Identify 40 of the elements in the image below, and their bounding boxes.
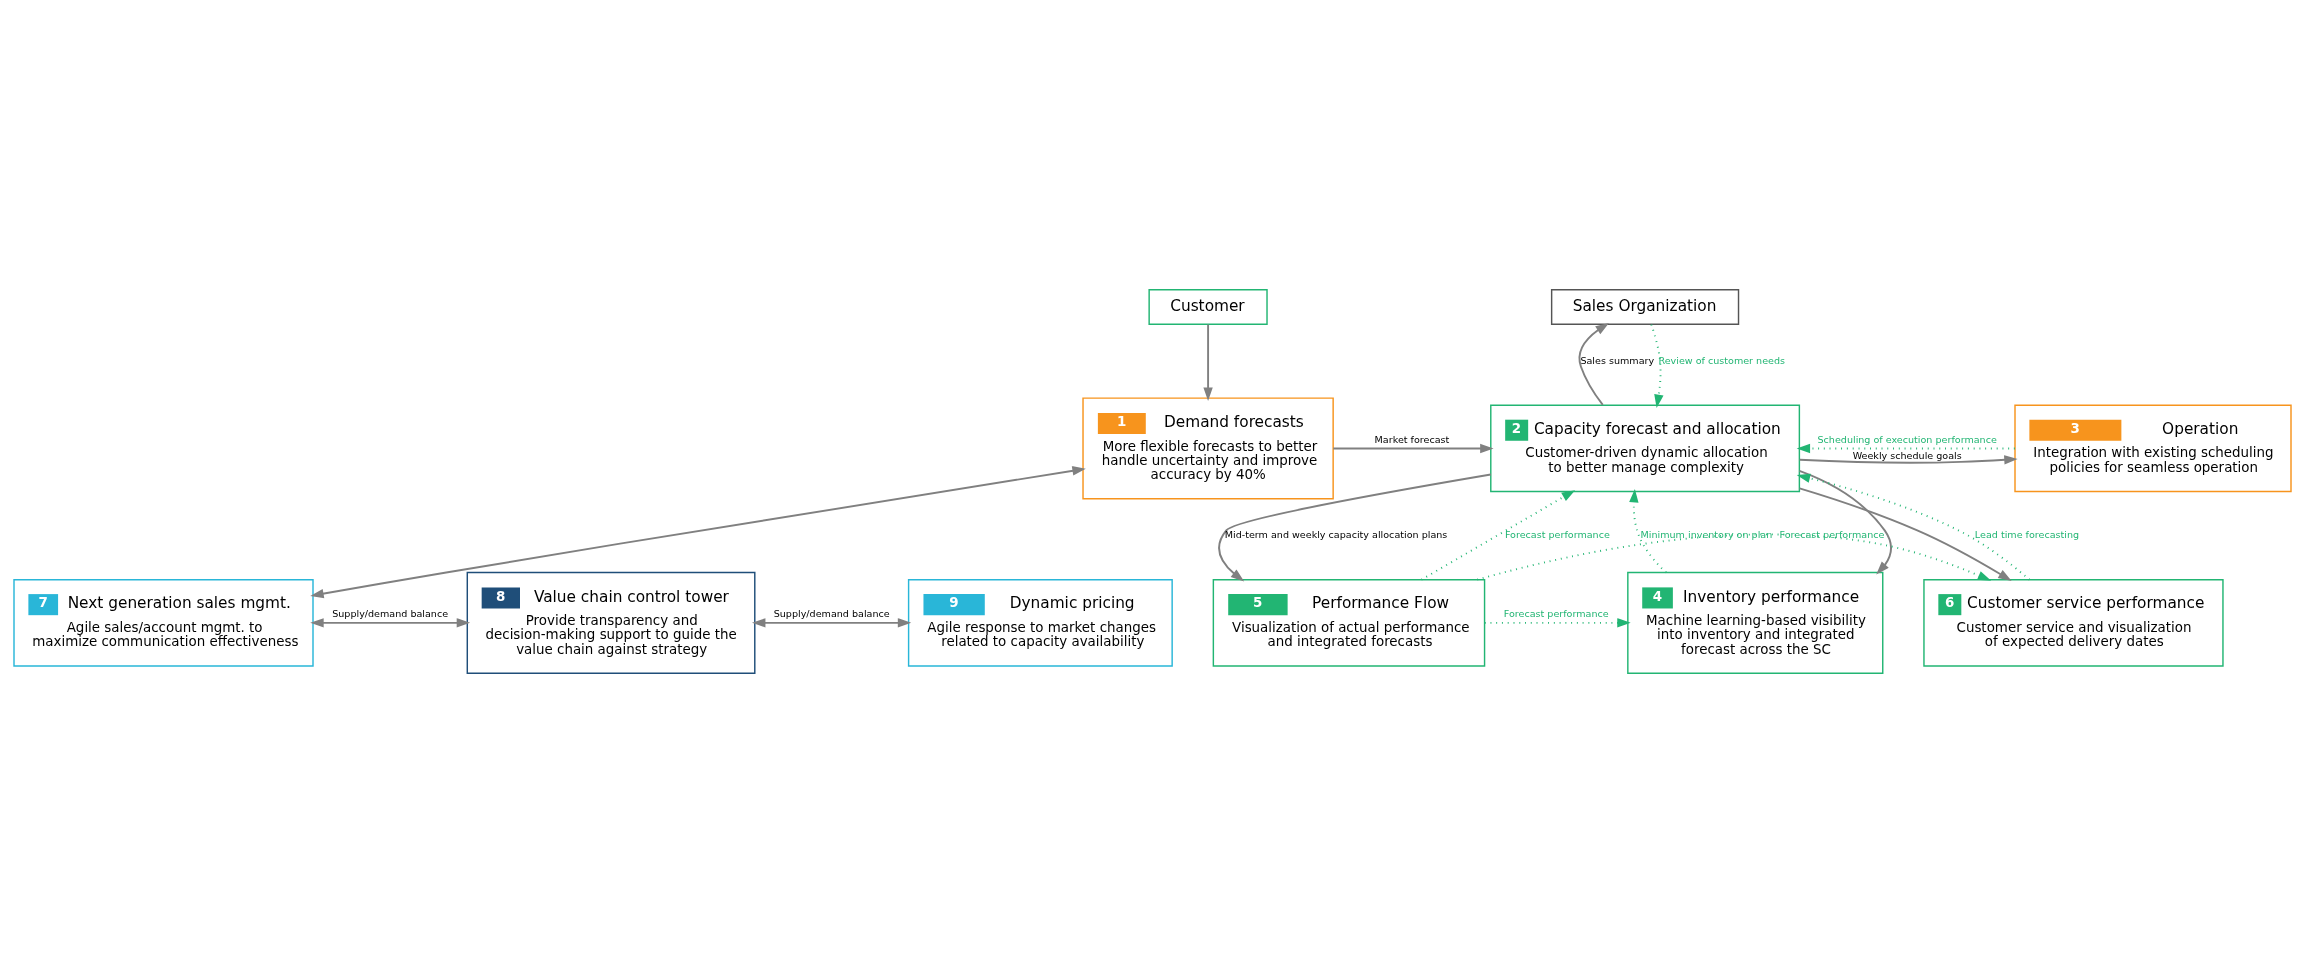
- node-box: 8 Value chain control tower Provide transparency and decision-making support to guide the value chain against strategy: [466, 571, 756, 674]
- edge-label: Review of customer needs: [1658, 354, 1786, 366]
- arrow: [310, 618, 471, 628]
- arrow: [1476, 533, 1992, 581]
- node-box: 6 Customer service performance Customer service and visualization of expected delivery dates: [1923, 579, 2224, 667]
- arrow: [1798, 455, 2018, 465]
- arrow: [1483, 618, 1631, 628]
- node-box: Customer: [1148, 289, 1268, 326]
- node-box: 2 Capacity forecast and allocation Customer-driven dynamic allocation to better manage complexity: [1490, 404, 1801, 493]
- arrow: [1796, 443, 2016, 454]
- arrow: [1578, 322, 1609, 406]
- edge-label: Supply/demand balance: [332, 608, 449, 620]
- node-box: 4 Inventory performance Machine learning-based visibility into inventory and integrated forecast across the SC: [1627, 571, 1884, 674]
- edge-label: Sales summary: [1580, 354, 1655, 366]
- edge-label: Forecast performance: [1779, 529, 1885, 541]
- arrow: [1420, 490, 1576, 581]
- node-box: Sales Organization: [1550, 289, 1740, 326]
- edge-label: Lead time forecasting: [1974, 529, 2080, 541]
- arrow: [1798, 487, 2012, 582]
- edge-label: Forecast performance: [1503, 608, 1609, 620]
- edge-label: Minimum inventory on plan: [1640, 529, 1773, 541]
- arrow: [1796, 473, 2031, 581]
- arrow: [1203, 323, 1213, 401]
- arrow: [1218, 473, 1492, 582]
- edge-label: Weekly schedule goals: [1852, 449, 1962, 461]
- edge-label: Forecast performance: [1504, 529, 1610, 541]
- edge-label: Supply/demand balance: [773, 608, 890, 620]
- node-box: 1 Demand forecasts More flexible forecasts to better handle uncertainty and improve accuracy by 40%: [1082, 397, 1334, 500]
- edge-label: Market forecast: [1374, 433, 1450, 445]
- arrow: [1798, 469, 1892, 575]
- edge-label: Scheduling of execution performance: [1817, 433, 1997, 445]
- arrow: [1332, 443, 1494, 454]
- arrow: [1629, 488, 1668, 574]
- node-box: 7 Next generation sales mgmt. Agile sales/account mgmt. to maximize communication effectiveness: [13, 579, 314, 667]
- arrow: [310, 466, 1086, 599]
- node-box: 5 Performance Flow Visualization of actual performance and integrated forecasts: [1212, 579, 1486, 667]
- edge-label: Mid-term and weekly capacity allocation plans: [1224, 529, 1448, 541]
- arrow: [752, 618, 912, 628]
- node-box: 3 Operation Integration with existing scheduling policies for seamless operation: [2014, 404, 2292, 493]
- node-box: 9 Dynamic pricing Agile response to market changes related to capacity availability: [907, 579, 1173, 667]
